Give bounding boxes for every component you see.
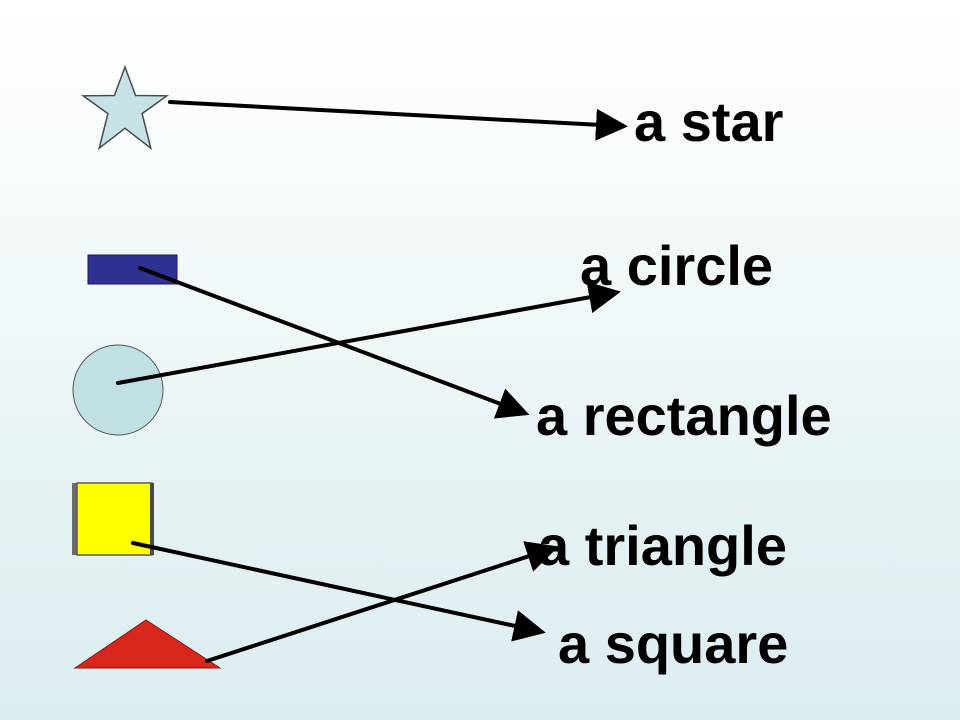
triangle-shape: [73, 619, 222, 669]
arrow-circle-to-a-circle: [116, 281, 621, 385]
label-a-circle: a circle: [580, 234, 774, 297]
arrow-rectangle-to-a-rectangle: [138, 266, 530, 419]
label-a-square: a square: [558, 612, 789, 675]
circle-shape: [72, 344, 164, 436]
arrow-star-to-a-star: [168, 100, 628, 141]
arrow-square-to-a-square: [131, 541, 546, 642]
arrow-triangle-to-a-triangle: [205, 541, 559, 663]
label-a-star: a star: [634, 90, 784, 153]
label-a-triangle: a triangle: [538, 514, 787, 577]
label-a-rectangle: a rectangle: [536, 384, 832, 447]
rectangle-shape: [87, 254, 178, 285]
connector-arrows: [116, 100, 628, 663]
star-shape: [80, 64, 170, 151]
